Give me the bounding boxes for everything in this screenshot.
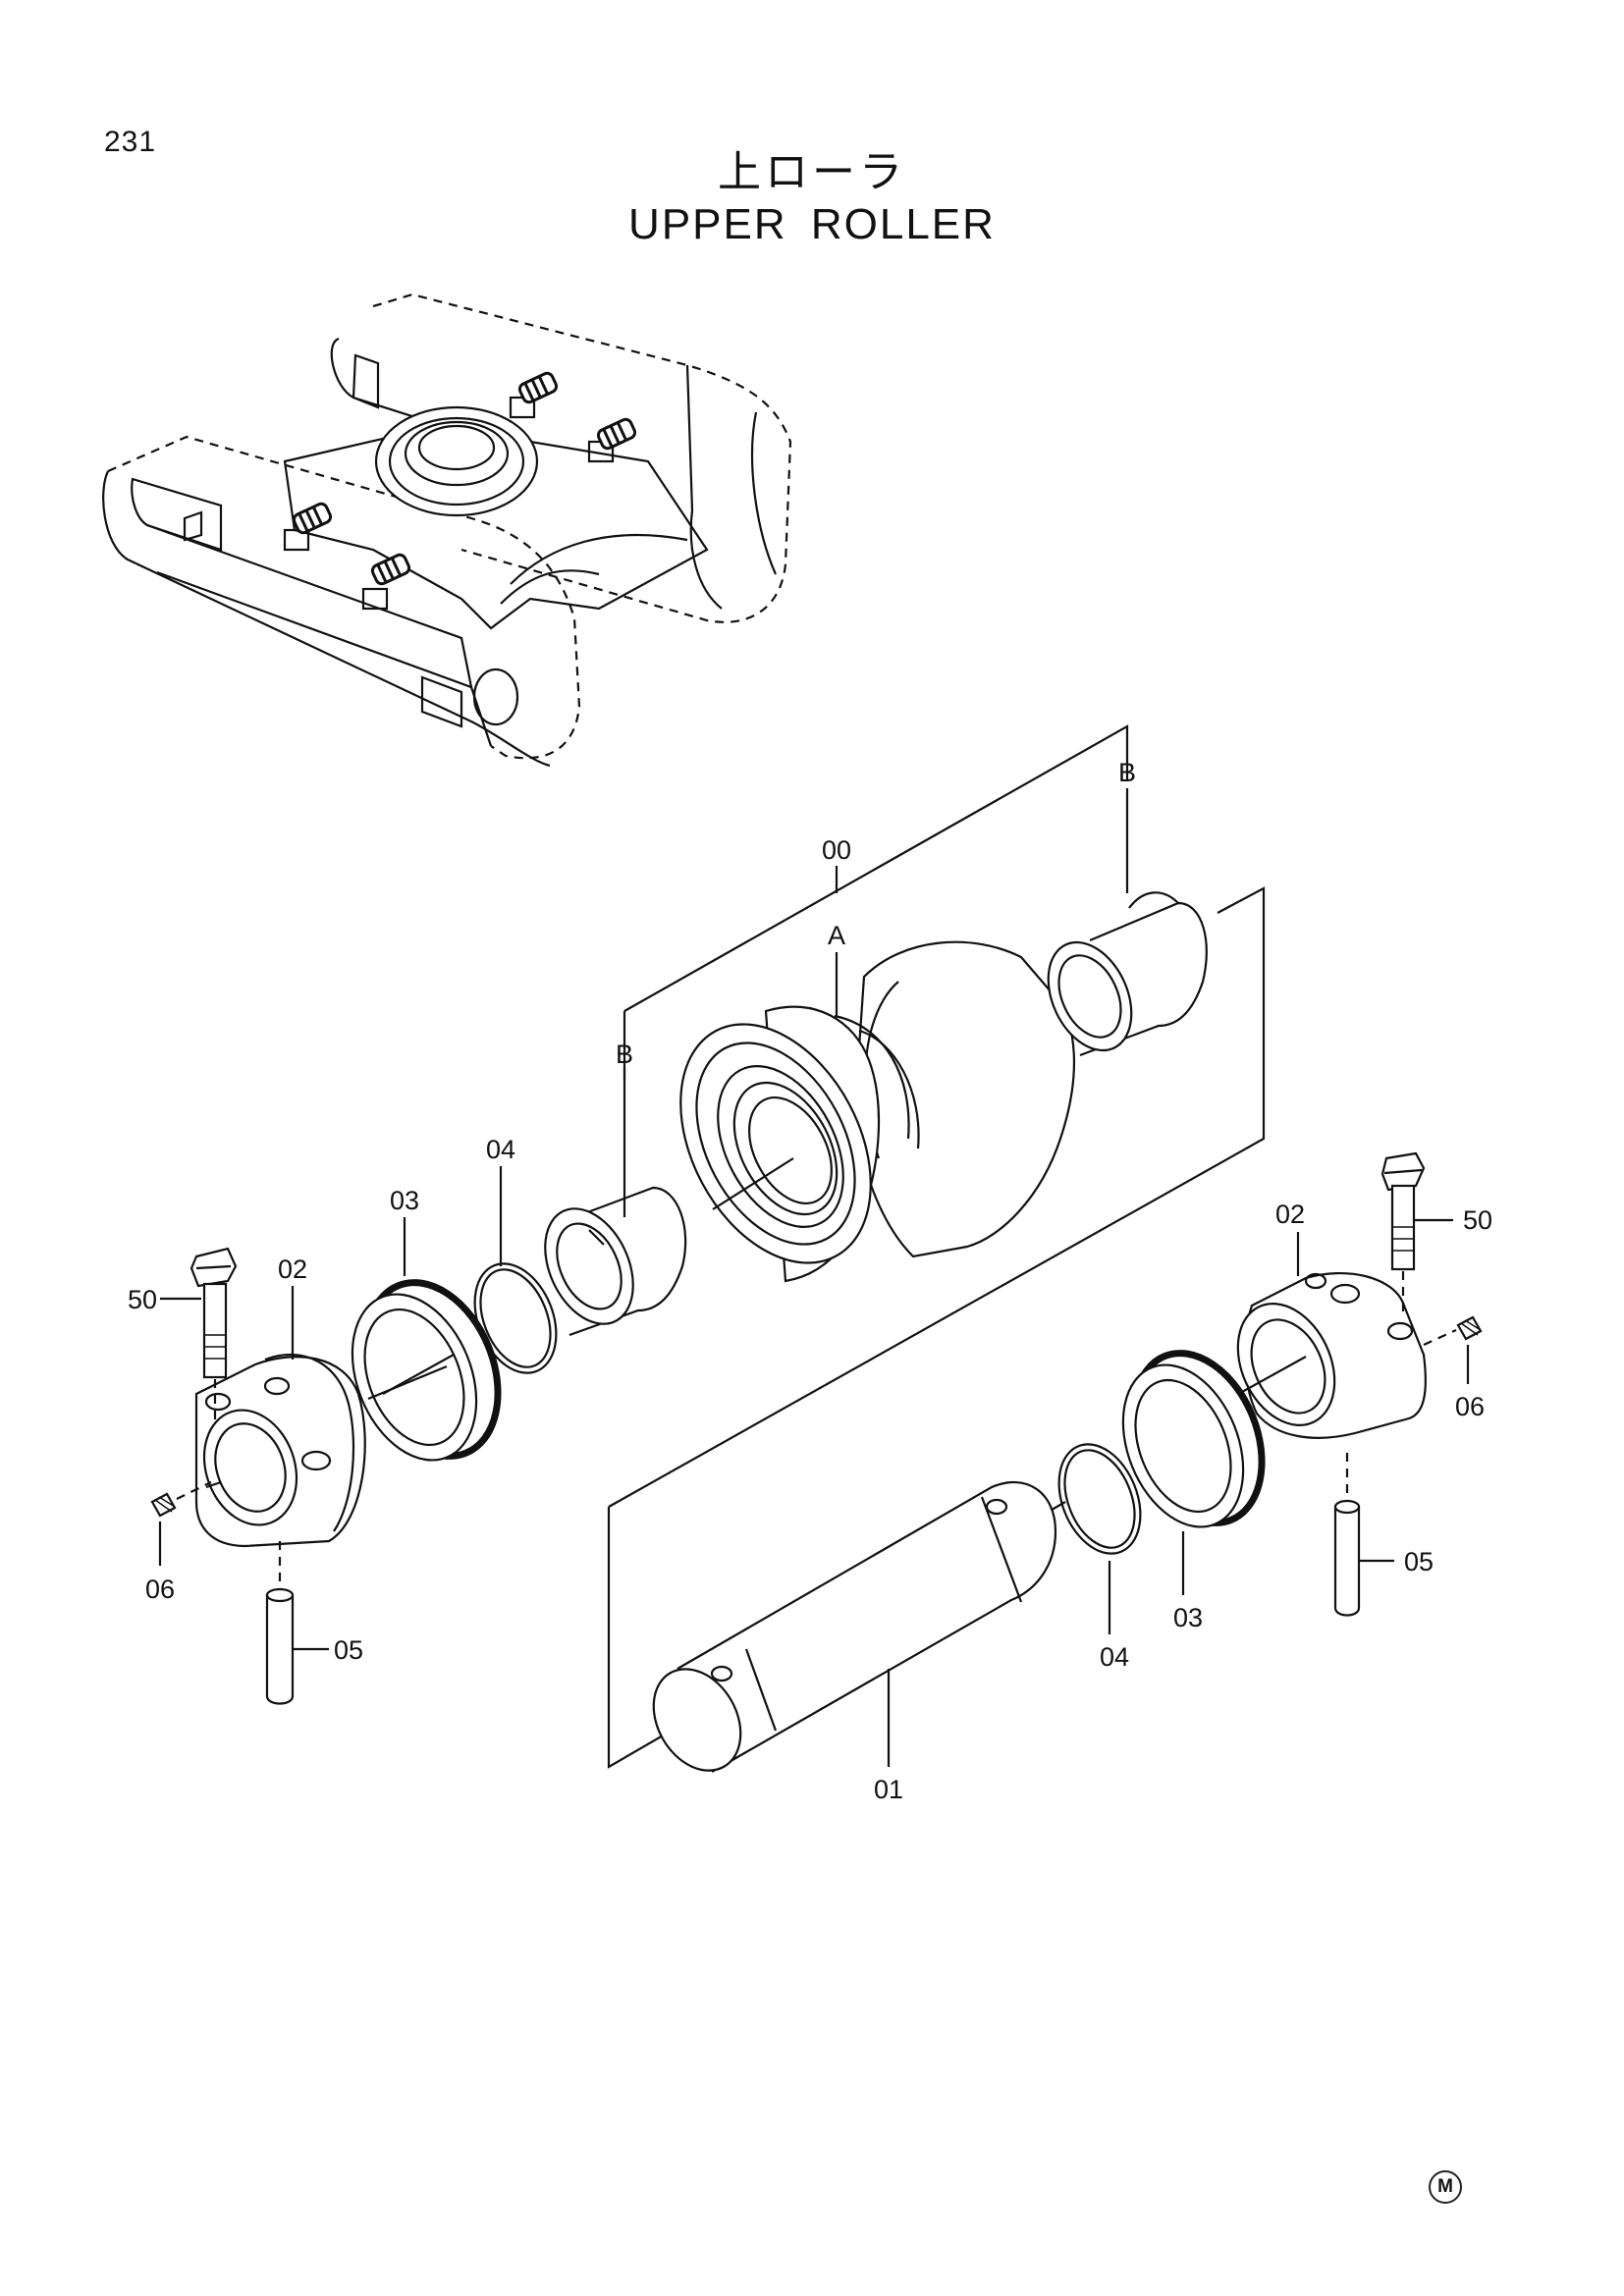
callout-06-right: 06: [1455, 1392, 1485, 1421]
callout-04-right: 04: [1100, 1642, 1129, 1672]
bolt-right: [1380, 1151, 1426, 1315]
callout-01: 01: [874, 1775, 903, 1804]
callout-05-right: 05: [1404, 1547, 1434, 1576]
title-japanese: 上ローラ: [718, 147, 906, 197]
callout-labels: 00 A B B 04 03 02 50 06 05 02 50 06 05 0…: [128, 758, 1492, 1804]
callout-03-left: 03: [390, 1186, 419, 1215]
bushing-lower: [544, 1186, 687, 1337]
plug-right: [1423, 1315, 1483, 1347]
pin-right: [1333, 1453, 1361, 1617]
title-english: UPPER ROLLER: [628, 200, 996, 248]
plug-left: [150, 1481, 212, 1518]
callout-50-right: 50: [1463, 1205, 1492, 1235]
callout-06-left: 06: [145, 1575, 175, 1604]
undercarriage-overview-illustration: [102, 293, 792, 768]
callout-04-left: 04: [486, 1135, 515, 1164]
callout-00: 00: [822, 835, 851, 865]
callout-b-upper: B: [1118, 758, 1136, 787]
callout-02-right: 02: [1275, 1200, 1305, 1229]
page-number: 231: [104, 126, 157, 158]
title-block: 上ローラ UPPER ROLLER: [0, 147, 1624, 251]
bracket-left: [194, 1353, 448, 1548]
callout-05-left: 05: [334, 1635, 363, 1665]
shaft: [652, 1481, 1057, 1773]
callout-leaders: [158, 788, 1470, 1767]
manufacturer-mark: M: [1429, 2170, 1462, 2204]
bolt-left: [189, 1247, 238, 1423]
callout-02-left: 02: [278, 1255, 307, 1284]
bushing-upper: [1047, 891, 1208, 1057]
seal-right: [1121, 1350, 1266, 1528]
seal-left: [351, 1279, 502, 1462]
bracket-right: [1236, 1271, 1427, 1439]
oring-right: [1057, 1443, 1142, 1555]
pin-left: [265, 1541, 295, 1705]
callout-50-left: 50: [128, 1285, 157, 1314]
callout-03-right: 03: [1173, 1603, 1203, 1632]
roller-shell: [679, 940, 1076, 1283]
callout-b-lower: B: [616, 1040, 633, 1069]
callout-a: A: [828, 921, 845, 950]
